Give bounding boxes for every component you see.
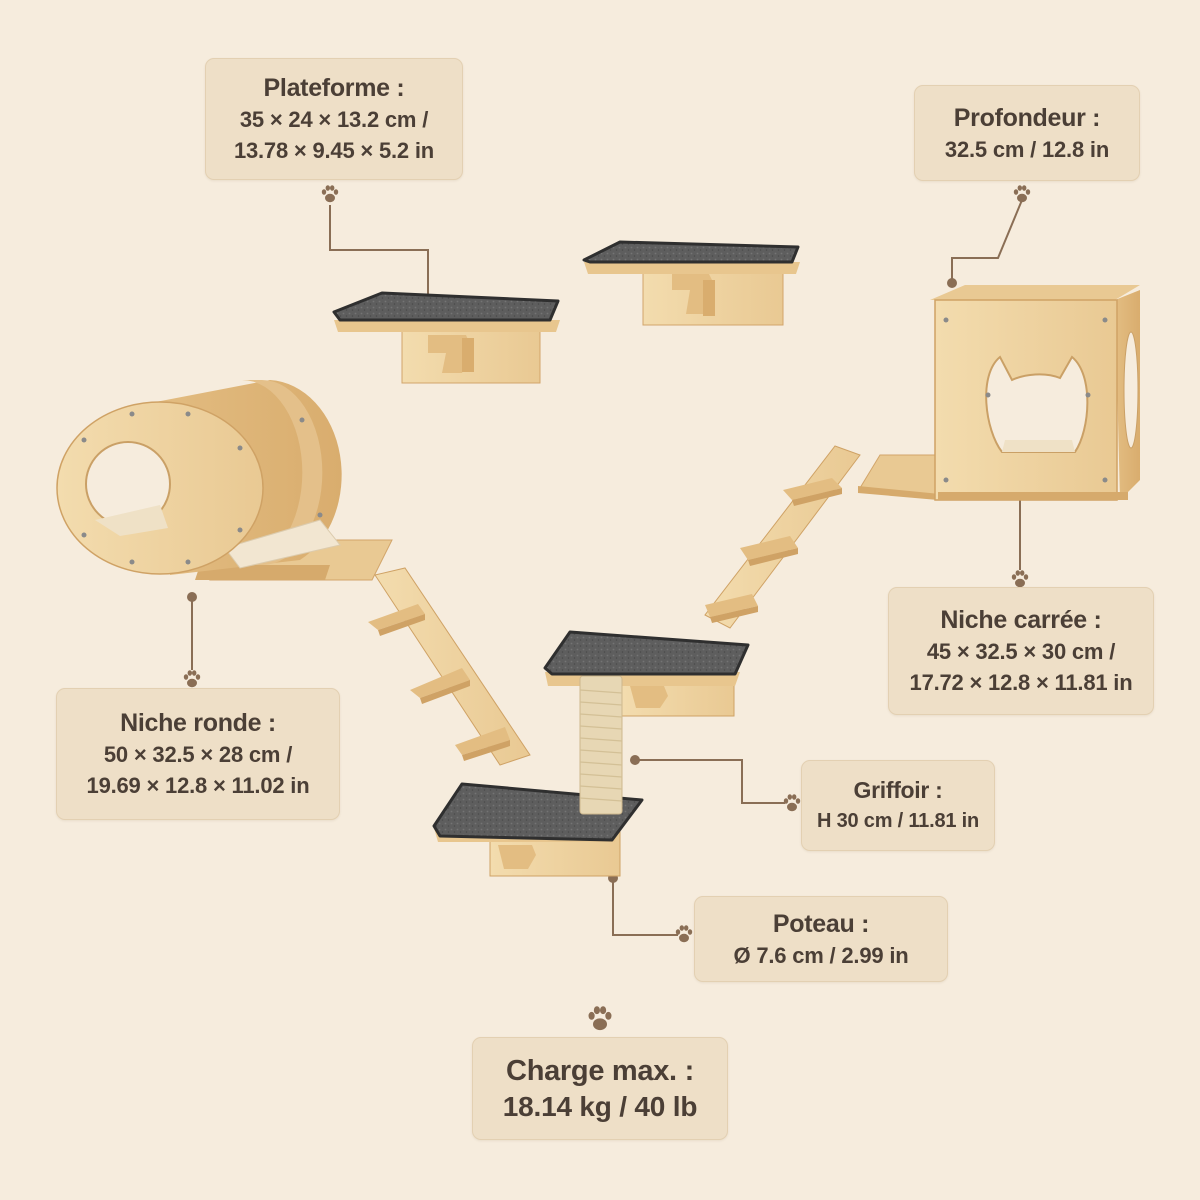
paw-print-icon xyxy=(1013,185,1031,203)
steps-right xyxy=(704,445,861,629)
label-niche-carree: Niche carrée : 45 × 32.5 × 30 cm / 17.72… xyxy=(888,587,1154,715)
label-title: Niche carrée : xyxy=(940,606,1102,634)
paw-print-icon xyxy=(1011,570,1029,588)
label-title: Griffoir : xyxy=(853,777,943,803)
platform-left xyxy=(332,291,560,384)
round-niche xyxy=(56,380,393,581)
label-title: Plateforme : xyxy=(263,74,405,102)
label-title: Poteau : xyxy=(772,909,870,938)
label-plateforme: Plateforme : 35 × 24 × 13.2 cm / 13.78 ×… xyxy=(205,58,463,180)
label-griffoir: Griffoir : H 30 cm / 11.81 in xyxy=(801,760,995,851)
label-profondeur: Profondeur : 32.5 cm / 12.8 in xyxy=(914,85,1140,181)
label-line: 19.69 × 12.8 × 11.02 in xyxy=(86,773,310,798)
paw-print-icon xyxy=(321,185,339,203)
label-line: 13.78 × 9.45 × 5.2 in xyxy=(233,138,435,163)
label-line: H 30 cm / 11.81 in xyxy=(816,810,980,832)
platform-middle xyxy=(582,240,800,326)
square-niche xyxy=(858,285,1140,501)
paw-print-icon xyxy=(183,670,201,688)
connector-lines xyxy=(191,199,1023,936)
label-line: 35 × 24 × 13.2 cm / xyxy=(239,107,429,132)
label-title: Niche ronde : xyxy=(120,709,276,737)
paw-print-icon xyxy=(675,925,693,943)
label-niche-ronde: Niche ronde : 50 × 32.5 × 28 cm / 19.69 … xyxy=(56,688,340,820)
label-line: 17.72 × 12.8 × 11.81 in xyxy=(909,670,1133,695)
paw-print-icon xyxy=(783,794,801,812)
label-charge-max: Charge max. : 18.14 kg / 40 lb xyxy=(472,1037,728,1140)
label-poteau: Poteau : Ø 7.6 cm / 2.99 in xyxy=(694,896,948,982)
label-title: Charge max. : xyxy=(506,1054,694,1087)
label-line: Ø 7.6 cm / 2.99 in xyxy=(733,942,909,968)
scratching-post xyxy=(579,675,623,815)
label-line: 18.14 kg / 40 lb xyxy=(502,1090,698,1122)
label-title: Profondeur : xyxy=(953,103,1101,132)
post-platform-upper xyxy=(543,630,750,717)
label-line: 45 × 32.5 × 30 cm / xyxy=(926,639,1116,664)
steps-left xyxy=(368,567,531,766)
label-line: 50 × 32.5 × 28 cm / xyxy=(103,742,293,767)
label-line: 32.5 cm / 12.8 in xyxy=(944,136,1110,162)
paw-print-icon xyxy=(588,1006,612,1031)
